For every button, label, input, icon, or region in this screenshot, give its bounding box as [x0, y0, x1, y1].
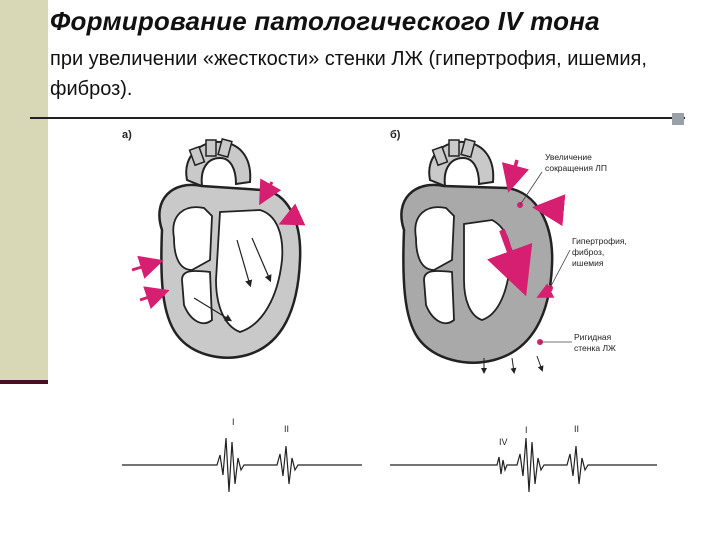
phonocardiogram-b: IV I II: [390, 424, 657, 493]
tone-label-ii-a: II: [284, 424, 289, 434]
svg-text:стенка ЛЖ: стенка ЛЖ: [574, 343, 616, 353]
slide-title: Формирование патологического IV тона: [50, 6, 600, 36]
heart-diagram-figure: а) б): [112, 120, 667, 515]
svg-text:Ригидная: Ригидная: [574, 332, 612, 342]
slide-subtitle: при увеличении «жесткости» стенки ЛЖ (ги…: [50, 48, 647, 100]
annotation-rigid-wall: Ригидная стенка ЛЖ: [574, 332, 616, 353]
svg-text:Увеличение: Увеличение: [545, 152, 592, 162]
tone-label-ii-b: II: [574, 424, 579, 434]
title-divider: [30, 117, 685, 119]
annotation-contraction: Увеличение сокращения ЛП: [545, 152, 607, 173]
svg-text:Гипертрофия,: Гипертрофия,: [572, 236, 627, 246]
sidebar-accent-line: [0, 380, 48, 384]
panel-a-label: а): [122, 129, 132, 141]
divider-cap: [672, 113, 684, 125]
tone-label-i-b: I: [525, 425, 528, 435]
annotation-hypertrophy: Гипертрофия, фиброз, ишемия: [572, 236, 627, 268]
tone-label-i-a: I: [232, 417, 235, 427]
svg-text:фиброз,: фиброз,: [572, 247, 604, 257]
svg-text:сокращения ЛП: сокращения ЛП: [545, 163, 607, 173]
svg-text:ишемия: ишемия: [572, 258, 604, 268]
phonocardiogram-a: I II: [122, 417, 362, 493]
heart-b: [400, 138, 572, 374]
sidebar-accent-bar: [0, 0, 48, 382]
tone-label-iv-b: IV: [499, 437, 508, 447]
heart-a: [131, 138, 306, 359]
panel-b-label: б): [390, 129, 401, 141]
heart-diagram-svg: а) б): [122, 129, 657, 493]
